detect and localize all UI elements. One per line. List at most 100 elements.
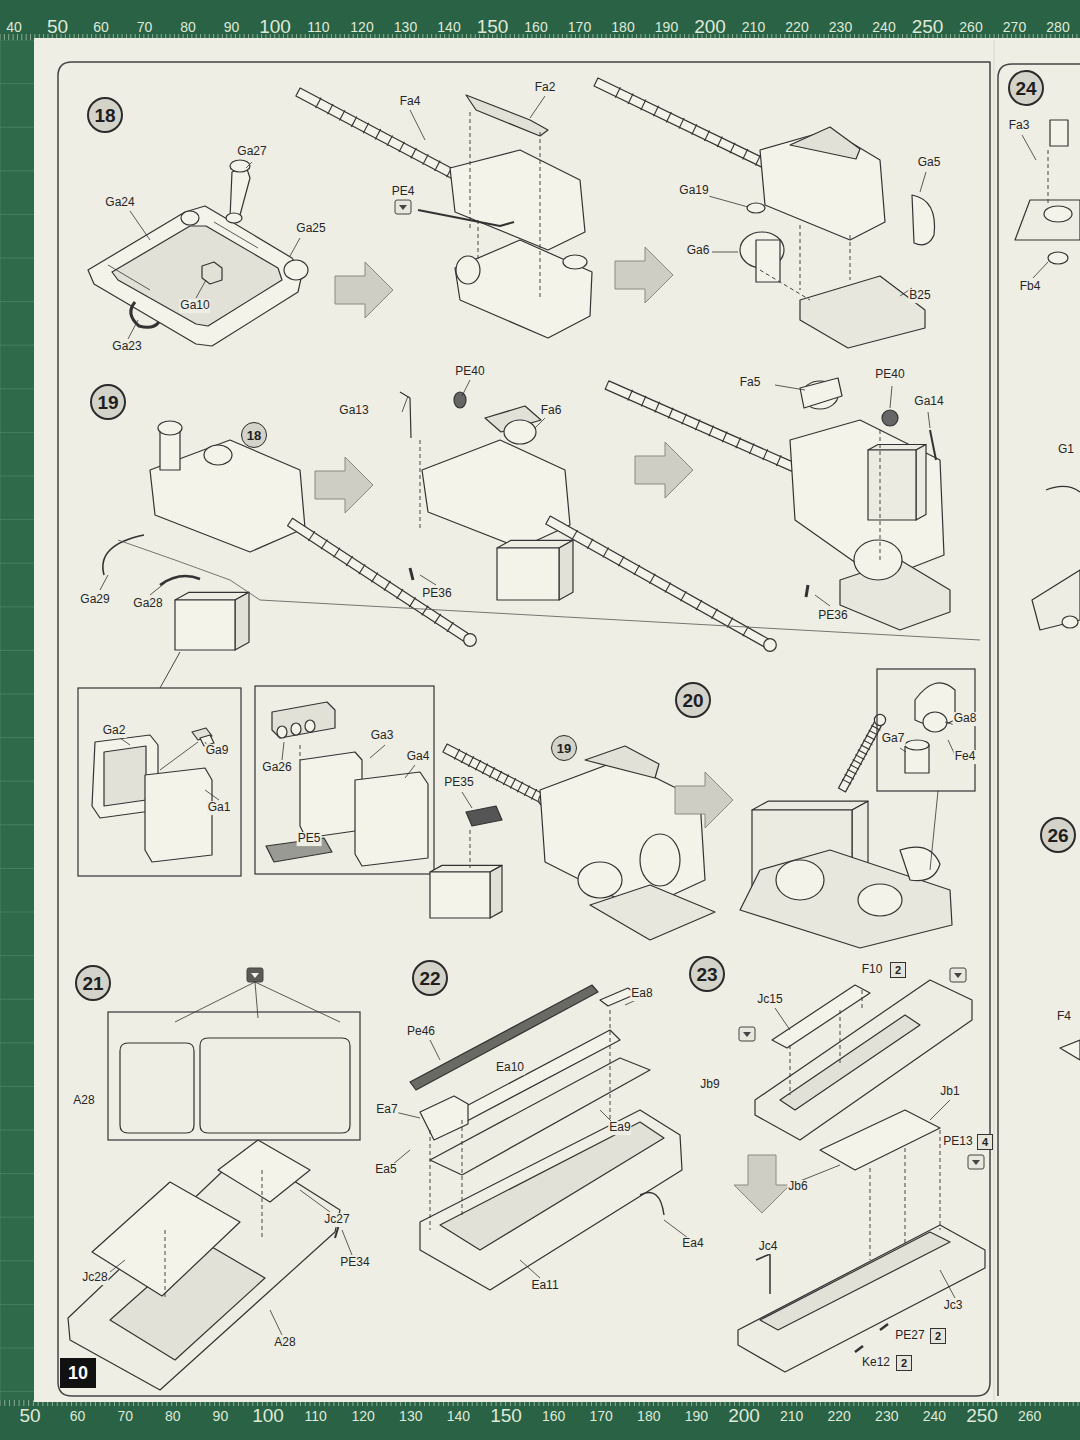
leader-line bbox=[128, 320, 138, 339]
part-drawing bbox=[120, 1043, 194, 1133]
part-label: Ga7 bbox=[881, 732, 906, 746]
part-label: Pe46 bbox=[406, 1025, 436, 1039]
part-drawing bbox=[1032, 570, 1080, 630]
leader-line bbox=[743, 626, 749, 636]
part-drawing bbox=[776, 860, 824, 900]
leader-line bbox=[447, 622, 453, 632]
part-label: Ea11 bbox=[530, 1279, 559, 1293]
part-label: Ga14 bbox=[913, 395, 944, 409]
part-drawing bbox=[410, 568, 413, 580]
leader-line bbox=[30, 34, 31, 40]
part-drawing bbox=[1050, 120, 1068, 146]
part-drawing bbox=[118, 540, 980, 640]
panel bbox=[739, 1027, 755, 1041]
part-drawing bbox=[578, 862, 622, 898]
leader-line bbox=[634, 565, 640, 575]
leader-line bbox=[454, 749, 459, 759]
part-drawing bbox=[158, 421, 182, 435]
part-label: Fa5 bbox=[739, 376, 762, 390]
leader-line bbox=[531, 789, 536, 799]
part-drawing bbox=[175, 600, 235, 650]
part-drawing bbox=[594, 78, 780, 174]
quantity-box: 2 bbox=[930, 1328, 946, 1344]
leader-line bbox=[371, 573, 377, 583]
leader-line bbox=[300, 1190, 330, 1212]
part-drawing bbox=[88, 206, 302, 346]
part-drawing bbox=[296, 88, 470, 186]
part-drawing bbox=[420, 1110, 682, 1290]
number-text: 2 bbox=[895, 965, 901, 976]
ruler-number: 120 bbox=[349, 19, 374, 35]
part-label: Fa4 bbox=[399, 95, 422, 109]
part-label: Ga28 bbox=[132, 597, 163, 611]
leader-line bbox=[641, 396, 646, 407]
part-label: Fb4 bbox=[1019, 280, 1042, 294]
leader-line bbox=[405, 765, 415, 778]
leader-line bbox=[430, 1040, 440, 1060]
part-label: Ga27 bbox=[236, 145, 267, 159]
part-label: Ga10 bbox=[179, 299, 210, 313]
leader-line bbox=[696, 600, 702, 610]
part-label: F10 bbox=[861, 963, 884, 977]
leader-line bbox=[0, 1400, 1, 1406]
leader-line bbox=[370, 745, 385, 758]
panel bbox=[968, 1155, 984, 1169]
ruler-number: 230 bbox=[828, 19, 853, 35]
ruler-number: 180 bbox=[636, 1408, 661, 1424]
ruler-number: 170 bbox=[567, 19, 592, 35]
part-drawing bbox=[204, 445, 232, 465]
leader-line bbox=[462, 380, 470, 396]
part-drawing bbox=[559, 540, 573, 600]
leader-line bbox=[850, 235, 851, 280]
part-label: Jc15 bbox=[756, 993, 783, 1007]
ruler-number: 240 bbox=[871, 19, 896, 35]
step-number: 22 bbox=[412, 960, 448, 996]
part-drawing bbox=[490, 865, 502, 918]
part-drawing bbox=[418, 210, 514, 226]
part-label: A28 bbox=[72, 1094, 95, 1108]
leader-line bbox=[775, 385, 805, 390]
part-drawing bbox=[1060, 1040, 1080, 1060]
leader-line bbox=[470, 112, 471, 230]
part-drawing bbox=[563, 255, 587, 269]
leader-line bbox=[397, 589, 403, 599]
part-drawing bbox=[756, 240, 780, 282]
part-drawing bbox=[454, 392, 466, 408]
part-drawing bbox=[772, 985, 870, 1048]
step-number: 26 bbox=[1040, 817, 1076, 853]
leader-line bbox=[869, 730, 878, 735]
step-arrow bbox=[675, 772, 733, 828]
part-drawing bbox=[868, 450, 916, 520]
part-drawing bbox=[756, 1254, 770, 1294]
leader-line bbox=[743, 149, 748, 160]
part-drawing bbox=[900, 847, 940, 881]
part-label: Fe4 bbox=[954, 750, 977, 764]
part-label: PE40 bbox=[874, 368, 905, 382]
ruler-number: 130 bbox=[393, 19, 418, 35]
number-text: 21 bbox=[82, 974, 103, 993]
leader-line bbox=[196, 280, 206, 298]
number-text: 10 bbox=[68, 1364, 88, 1382]
leader-line bbox=[1033, 262, 1048, 278]
leader-line bbox=[704, 130, 709, 141]
ruler-number: 170 bbox=[589, 1408, 614, 1424]
leader-line bbox=[709, 426, 714, 437]
leader-line bbox=[618, 556, 624, 566]
leader-line bbox=[468, 756, 473, 766]
leader-line bbox=[540, 132, 541, 300]
part-drawing bbox=[226, 213, 242, 223]
leader-line bbox=[861, 745, 870, 750]
part-drawing bbox=[284, 260, 308, 280]
ruler-number: 80 bbox=[164, 1408, 182, 1424]
leader-line bbox=[655, 402, 660, 413]
ruler-number: 260 bbox=[1017, 1408, 1042, 1424]
ruler-number: 210 bbox=[741, 19, 766, 35]
part-label: B25 bbox=[908, 289, 931, 303]
mark-icon bbox=[399, 205, 407, 210]
leader-line bbox=[890, 386, 892, 408]
leader-line bbox=[1022, 135, 1036, 160]
part-drawing bbox=[160, 576, 200, 585]
step-number: 21 bbox=[75, 965, 111, 1001]
part-drawing bbox=[68, 1150, 340, 1390]
